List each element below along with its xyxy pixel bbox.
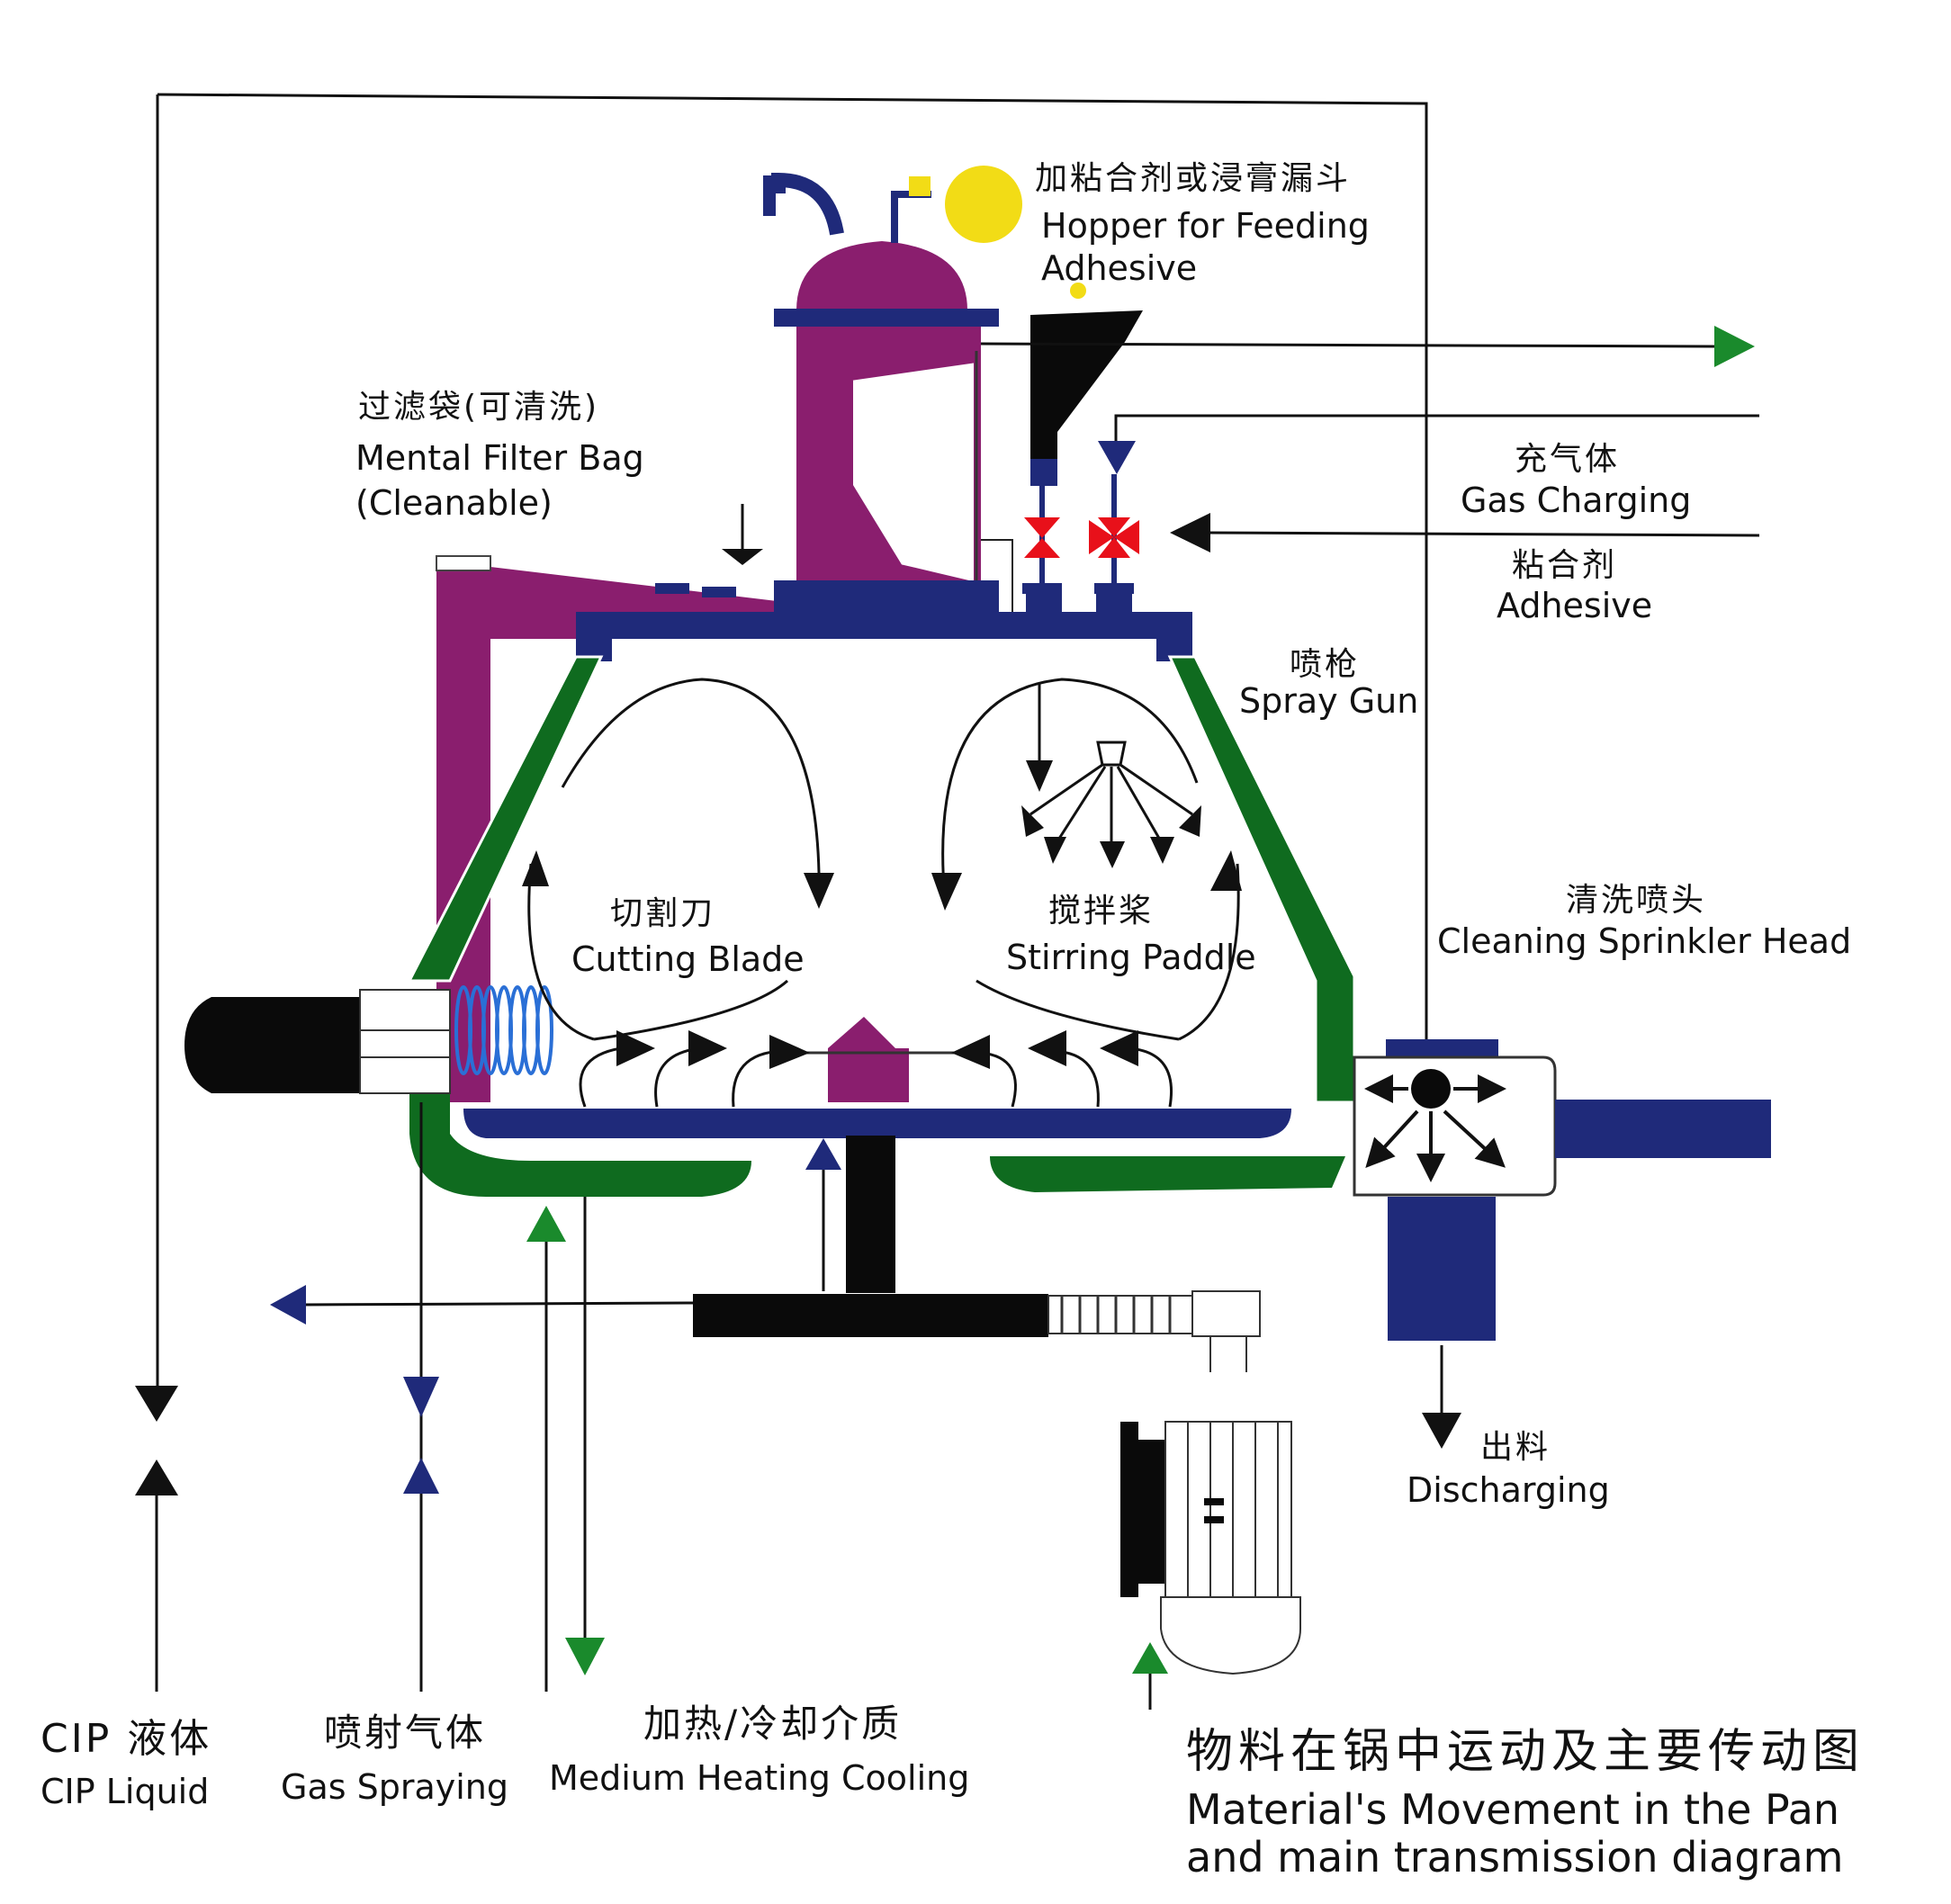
gas-spraying-label-en: Gas Spraying bbox=[281, 1767, 509, 1807]
adhesive-label-en: Adhesive bbox=[1497, 586, 1653, 625]
cleaning-head-label-en: Cleaning Sprinkler Head bbox=[1437, 921, 1852, 961]
material-flow-arrows bbox=[522, 678, 1242, 1108]
motor bbox=[1120, 1421, 1301, 1710]
center-shaft bbox=[270, 1017, 1261, 1372]
cleaning-head-label-zh: 清洗喷头 bbox=[1566, 882, 1707, 919]
gas-charging-label-en: Gas Charging bbox=[1461, 480, 1692, 520]
gas-spraying-line bbox=[403, 1102, 439, 1692]
gas-charging-line bbox=[1098, 414, 1759, 474]
adhesive-line bbox=[1170, 513, 1760, 552]
pan-lid bbox=[576, 580, 1192, 661]
gas-charging-label-zh: 充气体 bbox=[1515, 441, 1621, 478]
cip-arrows bbox=[135, 1386, 178, 1692]
adhesive-label-zh: 粘合剂 bbox=[1512, 547, 1618, 584]
hopper-label-en-1: Hopper for Feeding bbox=[1041, 206, 1370, 246]
filter-label-en-2: (Cleanable) bbox=[355, 483, 553, 523]
filter-label-zh: 过滤袋(可清洗) bbox=[358, 389, 600, 426]
discharging-label-zh: 出料 bbox=[1480, 1429, 1551, 1466]
cip-pipe bbox=[156, 93, 1428, 1386]
diagram-title-zh: 物料在锅中运动及主要传动图 bbox=[1186, 1725, 1866, 1779]
medium-lines bbox=[526, 1197, 605, 1692]
filter-label-en-1: Mental Filter Bag bbox=[355, 438, 644, 478]
cip-label-zh: CIP 液体 bbox=[40, 1716, 212, 1762]
spray-gun-label-zh: 喷枪 bbox=[1290, 646, 1361, 683]
medium-label-en: Medium Heating Cooling bbox=[549, 1758, 970, 1798]
gas-spraying-label-zh: 喷射气体 bbox=[324, 1711, 487, 1755]
discharging-label-en: Discharging bbox=[1407, 1470, 1610, 1510]
adhesive-hopper bbox=[1030, 310, 1143, 486]
cip-label-en: CIP Liquid bbox=[40, 1772, 210, 1811]
spray-gun-label-en: Spray Gun bbox=[1239, 681, 1419, 721]
filter-tower bbox=[763, 166, 1086, 588]
stirring-paddle-label-zh: 搅拌桨 bbox=[1048, 893, 1155, 930]
filter-duct bbox=[436, 504, 792, 1102]
exhaust-line bbox=[980, 326, 1755, 367]
hopper-label-en-2: Adhesive bbox=[1041, 248, 1198, 288]
diagram-title-en-1: Material's Movement in the Pan bbox=[1186, 1785, 1840, 1834]
stirring-paddle-label-en: Stirring Paddle bbox=[1006, 938, 1256, 977]
discharge-box bbox=[1353, 1039, 1771, 1449]
cutting-blade-label-en: Cutting Blade bbox=[571, 939, 805, 979]
cutting-blade-label-zh: 切割刀 bbox=[610, 895, 716, 932]
diagram-title-en-2: and main transmission diagram bbox=[1186, 1833, 1844, 1882]
pan-bottom-plate bbox=[463, 1109, 1291, 1138]
hopper-label-zh: 加粘合剂或浸膏漏斗 bbox=[1035, 160, 1352, 197]
medium-label-zh: 加热/冷却介质 bbox=[643, 1702, 903, 1746]
cutting-blade-motor bbox=[184, 985, 553, 1094]
